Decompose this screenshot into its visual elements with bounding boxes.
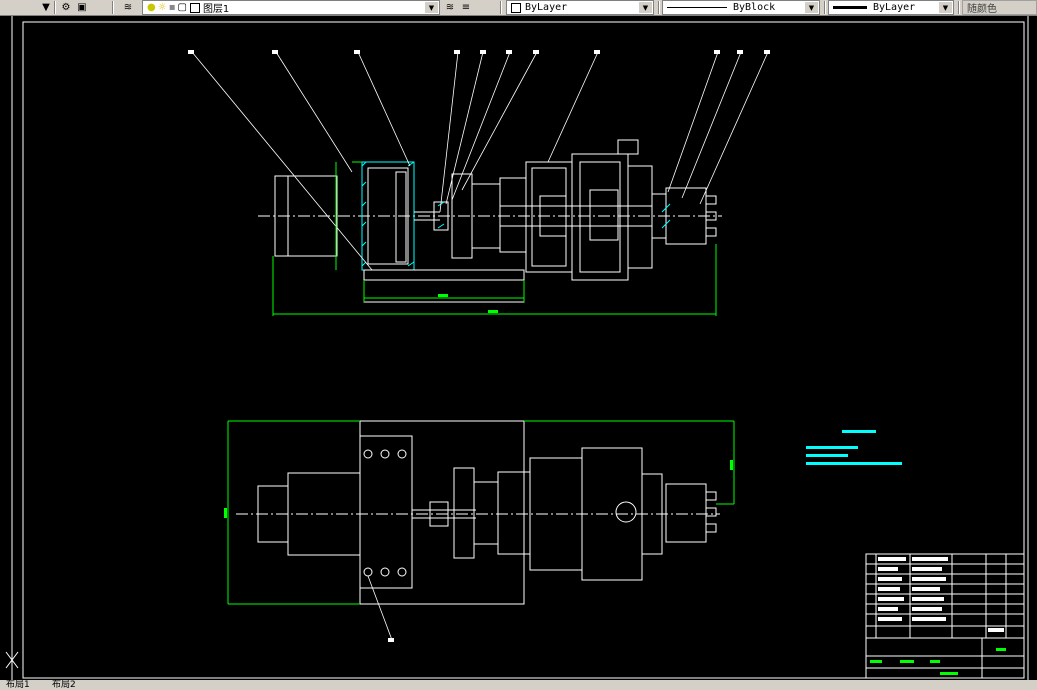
pump-port xyxy=(705,195,717,205)
chevron-down-icon[interactable]: ▼ xyxy=(639,2,652,13)
linetype-control[interactable]: ByBlock ▼ xyxy=(662,0,820,15)
bolt-icon xyxy=(363,449,373,459)
coupling-flange xyxy=(395,171,407,263)
bolt-icon xyxy=(397,449,407,459)
color-control[interactable]: ByLayer ▼ xyxy=(506,0,654,15)
base-plate xyxy=(363,269,525,281)
properties-toolbar: ▼ ⚙ ▣ ≋ ● ☼ ▪ ▢ 图层1 ▼ ≋ ≡ ByLayer ▼ ByBl… xyxy=(0,0,1037,16)
leader-lines xyxy=(191,51,769,271)
lineweight-value: ByLayer xyxy=(873,2,916,13)
gearbox-stage2 xyxy=(525,161,573,273)
bolt-icon xyxy=(380,449,390,459)
plan-port xyxy=(705,491,717,501)
chevron-down-icon[interactable]: ▼ xyxy=(425,2,438,13)
tab-layout1[interactable]: 布局1 xyxy=(6,680,30,690)
layer-settings-icon[interactable]: ⚙ xyxy=(61,2,71,13)
pump-port xyxy=(705,211,717,221)
plan-pump xyxy=(665,483,707,543)
plan-coupling xyxy=(429,501,449,527)
lineweight-control[interactable]: ByLayer ▼ xyxy=(828,0,954,15)
coupling-inner xyxy=(367,167,409,265)
toolbar-separator xyxy=(112,1,114,14)
hatch-accents xyxy=(361,161,671,267)
bolt-icon xyxy=(397,567,407,577)
plotstyle-control[interactable]: 随颜色 xyxy=(962,0,1037,15)
linetype-sample xyxy=(667,7,727,8)
bolt-icon xyxy=(380,567,390,577)
dimension-marks-top xyxy=(438,294,498,313)
layer-manager: ≋ xyxy=(120,0,136,15)
plan-port xyxy=(705,523,717,533)
vent-plug xyxy=(617,139,639,155)
layer-lock-icon: ▪ xyxy=(168,2,176,13)
plotstyle-value: 随颜色 xyxy=(967,4,997,15)
chevron-down-icon[interactable]: ▼ xyxy=(939,2,952,13)
plan-output xyxy=(641,473,663,555)
motor-body xyxy=(274,175,338,257)
dimensions-plan xyxy=(227,420,735,605)
lineweight-sample xyxy=(833,6,867,9)
gear xyxy=(539,195,567,237)
bolt-icon xyxy=(363,567,373,577)
toolbar-separator xyxy=(958,1,960,14)
drawing-svg[interactable] xyxy=(0,16,1037,680)
plan-inspection-port xyxy=(615,501,637,523)
tab-layout2[interactable]: 布局2 xyxy=(52,680,76,690)
layer-stack-icon[interactable]: ≋ xyxy=(123,2,133,13)
plan-coupling-block xyxy=(359,435,413,589)
dropdown-arrow-left[interactable]: ▼ xyxy=(38,0,54,15)
chevron-down-icon[interactable]: ▼ xyxy=(805,2,818,13)
pump-port xyxy=(705,227,717,237)
plan-leader-tag xyxy=(388,638,394,642)
toolbar-separator xyxy=(658,1,660,14)
plan-base-frame xyxy=(359,420,525,605)
plan-motor-body xyxy=(287,472,361,556)
color-swatch xyxy=(511,2,521,13)
ucs-icon xyxy=(5,651,19,669)
layout-tabs: 布局1 布局2 xyxy=(0,680,1037,690)
plan-leader xyxy=(367,575,393,641)
color-value: ByLayer xyxy=(525,2,568,13)
leader-tags xyxy=(188,50,770,54)
plan-stage1 xyxy=(497,471,531,555)
layer-plot-icon: ▢ xyxy=(177,2,187,13)
technical-notes xyxy=(806,430,902,465)
plan-neck xyxy=(473,481,499,545)
layer-combo[interactable]: ● ☼ ▪ ▢ 图层1 ▼ xyxy=(142,0,440,15)
toolbar-separator xyxy=(54,1,56,14)
layer-color-swatch xyxy=(189,2,200,13)
gearbox-output xyxy=(627,165,653,269)
title-block-green xyxy=(870,648,1006,675)
layer-name: 图层1 xyxy=(202,4,230,15)
sheet-frame xyxy=(22,21,1025,679)
section-view xyxy=(258,139,722,303)
layer-previous-icon[interactable]: ≡ xyxy=(461,2,471,13)
layer-tools: ⚙ ▣ xyxy=(58,0,90,15)
gearbox-stage3-inner xyxy=(579,161,621,273)
gearbox-stage1 xyxy=(499,177,527,253)
toolbar-separator xyxy=(500,1,502,14)
gearbox-stage2-inner xyxy=(531,167,567,267)
base-frame xyxy=(363,279,525,303)
layer-extra: ≋ ≡ xyxy=(442,0,474,15)
layer-sun-icon: ☼ xyxy=(157,2,167,13)
drawing-canvas[interactable] xyxy=(0,16,1037,680)
title-block-fills xyxy=(878,557,1004,632)
chevron-down-icon[interactable]: ▼ xyxy=(42,2,50,13)
gear xyxy=(589,189,619,241)
linetype-value: ByBlock xyxy=(733,2,776,13)
title-block xyxy=(865,553,1025,679)
dimensions-top xyxy=(272,161,717,316)
layer-match-icon[interactable]: ≋ xyxy=(445,2,455,13)
layer-bulb-icon: ● xyxy=(147,2,156,13)
plan-view xyxy=(236,420,720,641)
layer-state-icon[interactable]: ▣ xyxy=(77,2,87,13)
toolbar-separator xyxy=(824,1,826,14)
plan-port xyxy=(705,507,717,517)
plan-flange xyxy=(453,467,475,559)
dimension-marks-plan xyxy=(224,460,733,518)
